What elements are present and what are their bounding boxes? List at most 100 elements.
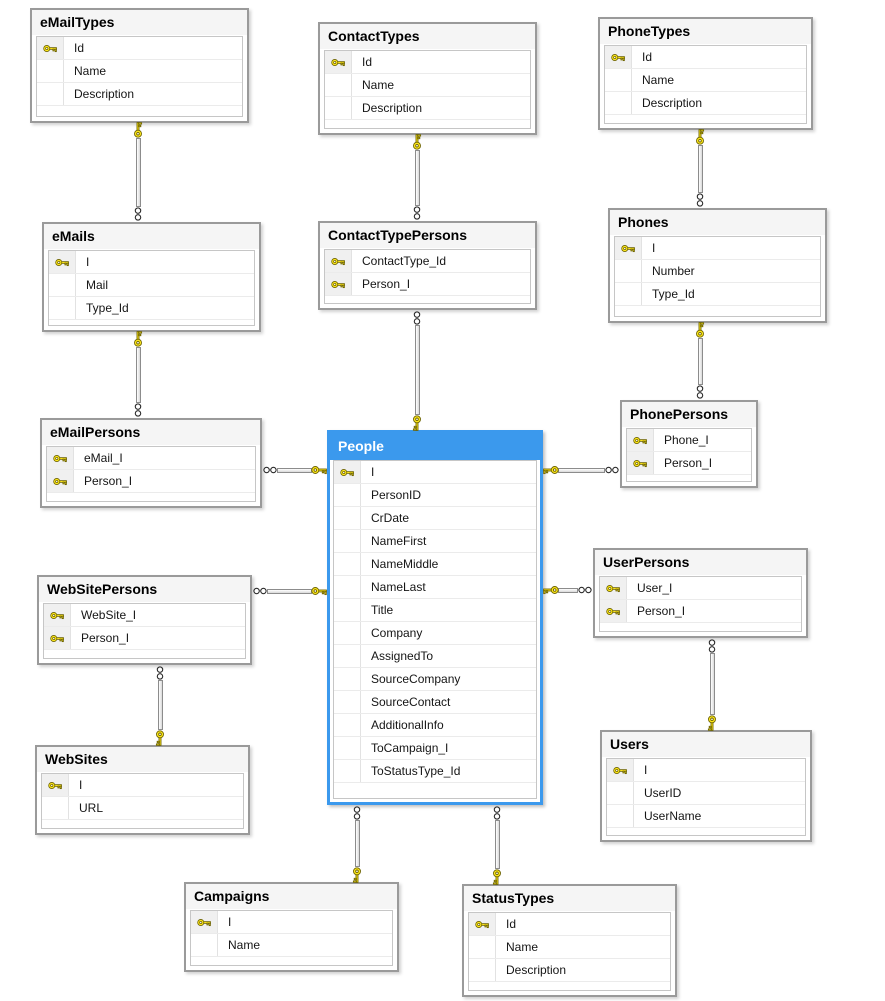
column-row[interactable]: I	[615, 237, 820, 260]
column-row[interactable]: Title	[334, 599, 536, 622]
table-title-bar[interactable]: eMailTypes	[32, 10, 247, 35]
table-title-bar[interactable]: WebSites	[37, 747, 248, 772]
column-row[interactable]: eMail_I	[47, 447, 255, 470]
relationship-Campaigns-People[interactable]	[355, 820, 360, 867]
one-side-key-icon	[351, 867, 363, 883]
column-row[interactable]: ToCampaign_I	[334, 737, 536, 760]
column-row[interactable]: Description	[325, 97, 530, 120]
table-title-bar[interactable]: ContactTypes	[320, 24, 535, 49]
column-row[interactable]: CrDate	[334, 507, 536, 530]
column-row[interactable]: Person_I	[627, 452, 751, 475]
column-row[interactable]: Name	[469, 936, 670, 959]
table-title-bar[interactable]: eMailPersons	[42, 420, 260, 445]
table-title-bar[interactable]: Phones	[610, 210, 825, 235]
relationship-People-PhonePersons[interactable]	[558, 468, 605, 473]
relationship-PhoneTypes-Phones[interactable]	[698, 145, 703, 193]
column-row[interactable]: Id	[37, 37, 242, 60]
column-row[interactable]: AssignedTo	[334, 645, 536, 668]
column-row[interactable]: UserName	[607, 805, 805, 828]
many-side-infinity-icon	[262, 464, 278, 476]
column-row[interactable]: Description	[469, 959, 670, 982]
relationship-eMailTypes-eMails[interactable]	[136, 138, 141, 207]
column-row[interactable]: I	[607, 759, 805, 782]
table-title-bar[interactable]: PhoneTypes	[600, 19, 811, 44]
column-row[interactable]: Person_I	[44, 627, 245, 650]
column-row[interactable]: Number	[615, 260, 820, 283]
column-row[interactable]: Phone_I	[627, 429, 751, 452]
table-title-bar[interactable]: ContactTypePersons	[320, 223, 535, 248]
column-row[interactable]: Person_I	[47, 470, 255, 493]
key-cell-empty	[334, 645, 361, 667]
table-title-bar[interactable]: People	[330, 433, 540, 460]
column-row[interactable]: I	[42, 774, 243, 797]
relationship-Phones-PhonePersons[interactable]	[698, 338, 703, 385]
column-row[interactable]: PersonID	[334, 484, 536, 507]
column-row[interactable]: SourceCompany	[334, 668, 536, 691]
column-row[interactable]: Description	[37, 83, 242, 106]
column-row[interactable]: Type_Id	[49, 297, 254, 320]
column-row[interactable]: I	[191, 911, 392, 934]
column-row[interactable]: ContactType_Id	[325, 250, 530, 273]
column-row[interactable]: Person_I	[325, 273, 530, 296]
column-row[interactable]: URL	[42, 797, 243, 820]
column-row[interactable]: I	[334, 461, 536, 484]
column-row[interactable]: NameFirst	[334, 530, 536, 553]
relationship-WebSites-WebSitePersons[interactable]	[158, 680, 163, 730]
column-row[interactable]: SourceContact	[334, 691, 536, 714]
key-cell-empty	[49, 274, 76, 296]
column-row[interactable]: Mail	[49, 274, 254, 297]
column-row[interactable]: ToStatusType_Id	[334, 760, 536, 783]
column-row[interactable]: Id	[469, 913, 670, 936]
table-title-bar[interactable]: WebSitePersons	[39, 577, 250, 602]
relationship-Users-UserPersons[interactable]	[710, 653, 715, 715]
column-row[interactable]: NameLast	[334, 576, 536, 599]
relationship-People-WebSitePersons[interactable]	[267, 589, 312, 594]
table-title-bar[interactable]: Users	[602, 732, 810, 757]
column-row[interactable]: Description	[605, 92, 806, 115]
column-row[interactable]: Name	[37, 60, 242, 83]
column-row[interactable]: Name	[191, 934, 392, 957]
column-row[interactable]: Person_I	[600, 600, 801, 623]
relationship-eMails-eMailPersons[interactable]	[136, 347, 141, 403]
column-row[interactable]: WebSite_I	[44, 604, 245, 627]
column-row[interactable]: I	[49, 251, 254, 274]
relationship-People-UserPersons[interactable]	[558, 588, 578, 593]
table-title-bar[interactable]: StatusTypes	[464, 886, 675, 911]
column-row[interactable]: AdditionalInfo	[334, 714, 536, 737]
table-title-bar[interactable]: Campaigns	[186, 884, 397, 909]
column-row[interactable]: Id	[325, 51, 530, 74]
column-row[interactable]: Type_Id	[615, 283, 820, 306]
table-title-bar[interactable]: PhonePersons	[622, 402, 756, 427]
column-row[interactable]: UserID	[607, 782, 805, 805]
column-row[interactable]: Name	[325, 74, 530, 97]
table-title-bar[interactable]: eMails	[44, 224, 259, 249]
relationship-People-ContactTypePersons[interactable]	[415, 325, 420, 415]
column-row[interactable]: Name	[605, 69, 806, 92]
column-row[interactable]: User_I	[600, 577, 801, 600]
column-row[interactable]: Company	[334, 622, 536, 645]
relationship-People-eMailPersons[interactable]	[277, 468, 312, 473]
relationship-StatusTypes-People[interactable]	[495, 820, 500, 869]
column-row[interactable]: NameMiddle	[334, 553, 536, 576]
column-row[interactable]: Id	[605, 46, 806, 69]
table-title-bar[interactable]: UserPersons	[595, 550, 806, 575]
relationship-ContactTypes-ContactTypePersons[interactable]	[415, 150, 420, 206]
